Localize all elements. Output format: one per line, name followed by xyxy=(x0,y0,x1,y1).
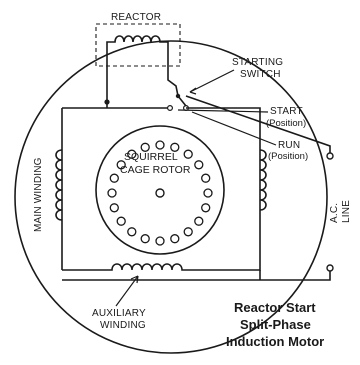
rotor-bar xyxy=(201,173,211,183)
start-label: START xyxy=(270,106,303,117)
run-position-label: (Position) xyxy=(268,151,308,162)
rotor-bar xyxy=(116,216,126,226)
reactor-enclosure xyxy=(95,23,181,67)
reactor-label: REACTOR xyxy=(111,12,161,23)
rotor-bar xyxy=(127,227,137,237)
inner-wiring xyxy=(61,107,261,271)
rotor-bar xyxy=(203,188,213,198)
ac-line-label-1: A.C. xyxy=(329,203,340,223)
rotor-bar xyxy=(109,173,119,183)
reactor-right-wire xyxy=(167,72,179,97)
rotor-bar xyxy=(107,188,117,198)
switch-terminal-start xyxy=(167,104,174,111)
ac-line-label-2: LINE xyxy=(341,200,352,223)
rotor-bar xyxy=(155,236,165,246)
ac-terminal-top xyxy=(326,152,334,160)
title-line-1: Reactor Start xyxy=(234,300,316,315)
auxiliary-label-2: WINDING xyxy=(100,320,146,331)
starting-switch-label-1: STARTING xyxy=(232,57,283,68)
rotor-bar xyxy=(194,216,204,226)
start-position-label: (Position) xyxy=(266,118,306,129)
ac-bottom-lead xyxy=(260,271,331,281)
rotor-label-2: CAGE ROTOR xyxy=(120,164,191,176)
rotor-bar xyxy=(140,234,150,244)
rotor-outer xyxy=(95,125,225,255)
auxiliary-label-1: AUXILIARY xyxy=(92,308,146,319)
right-winding-coil xyxy=(259,149,267,211)
main-winding-coil xyxy=(55,149,63,221)
starting-switch-leader xyxy=(189,69,235,93)
rotor-bar xyxy=(183,149,193,159)
rotor-bar xyxy=(170,142,180,152)
rotor-bar xyxy=(201,203,211,213)
reactor-coil xyxy=(106,35,169,72)
run-leader xyxy=(191,111,277,146)
stator-frame xyxy=(14,40,328,354)
start-leader xyxy=(177,109,269,113)
starting-switch-label-2: SWITCH xyxy=(240,69,281,80)
rotor-bar xyxy=(155,140,165,150)
rotor-bar xyxy=(183,227,193,237)
rotor-label-1: SQUIRREL xyxy=(124,151,178,163)
title-line-2: Split-Phase xyxy=(240,317,311,332)
run-label: RUN xyxy=(278,140,300,151)
rotor-bar xyxy=(127,149,137,159)
rotor-bar xyxy=(194,160,204,170)
rotor-shaft xyxy=(155,188,165,198)
ac-terminal-bottom xyxy=(326,264,334,272)
ac-top-wire xyxy=(185,95,331,153)
auxiliary-winding-coil xyxy=(100,263,196,271)
main-winding-label: MAIN WINDING xyxy=(33,157,44,232)
auxiliary-leader xyxy=(115,275,139,307)
switch-arm xyxy=(177,95,187,107)
rotor-bar xyxy=(109,203,119,213)
rotor-bar xyxy=(170,234,180,244)
rotor-bar xyxy=(116,160,126,170)
rotor-bar xyxy=(140,142,150,152)
title-line-3: Induction Motor xyxy=(226,334,324,349)
rotor-bars xyxy=(107,140,213,246)
